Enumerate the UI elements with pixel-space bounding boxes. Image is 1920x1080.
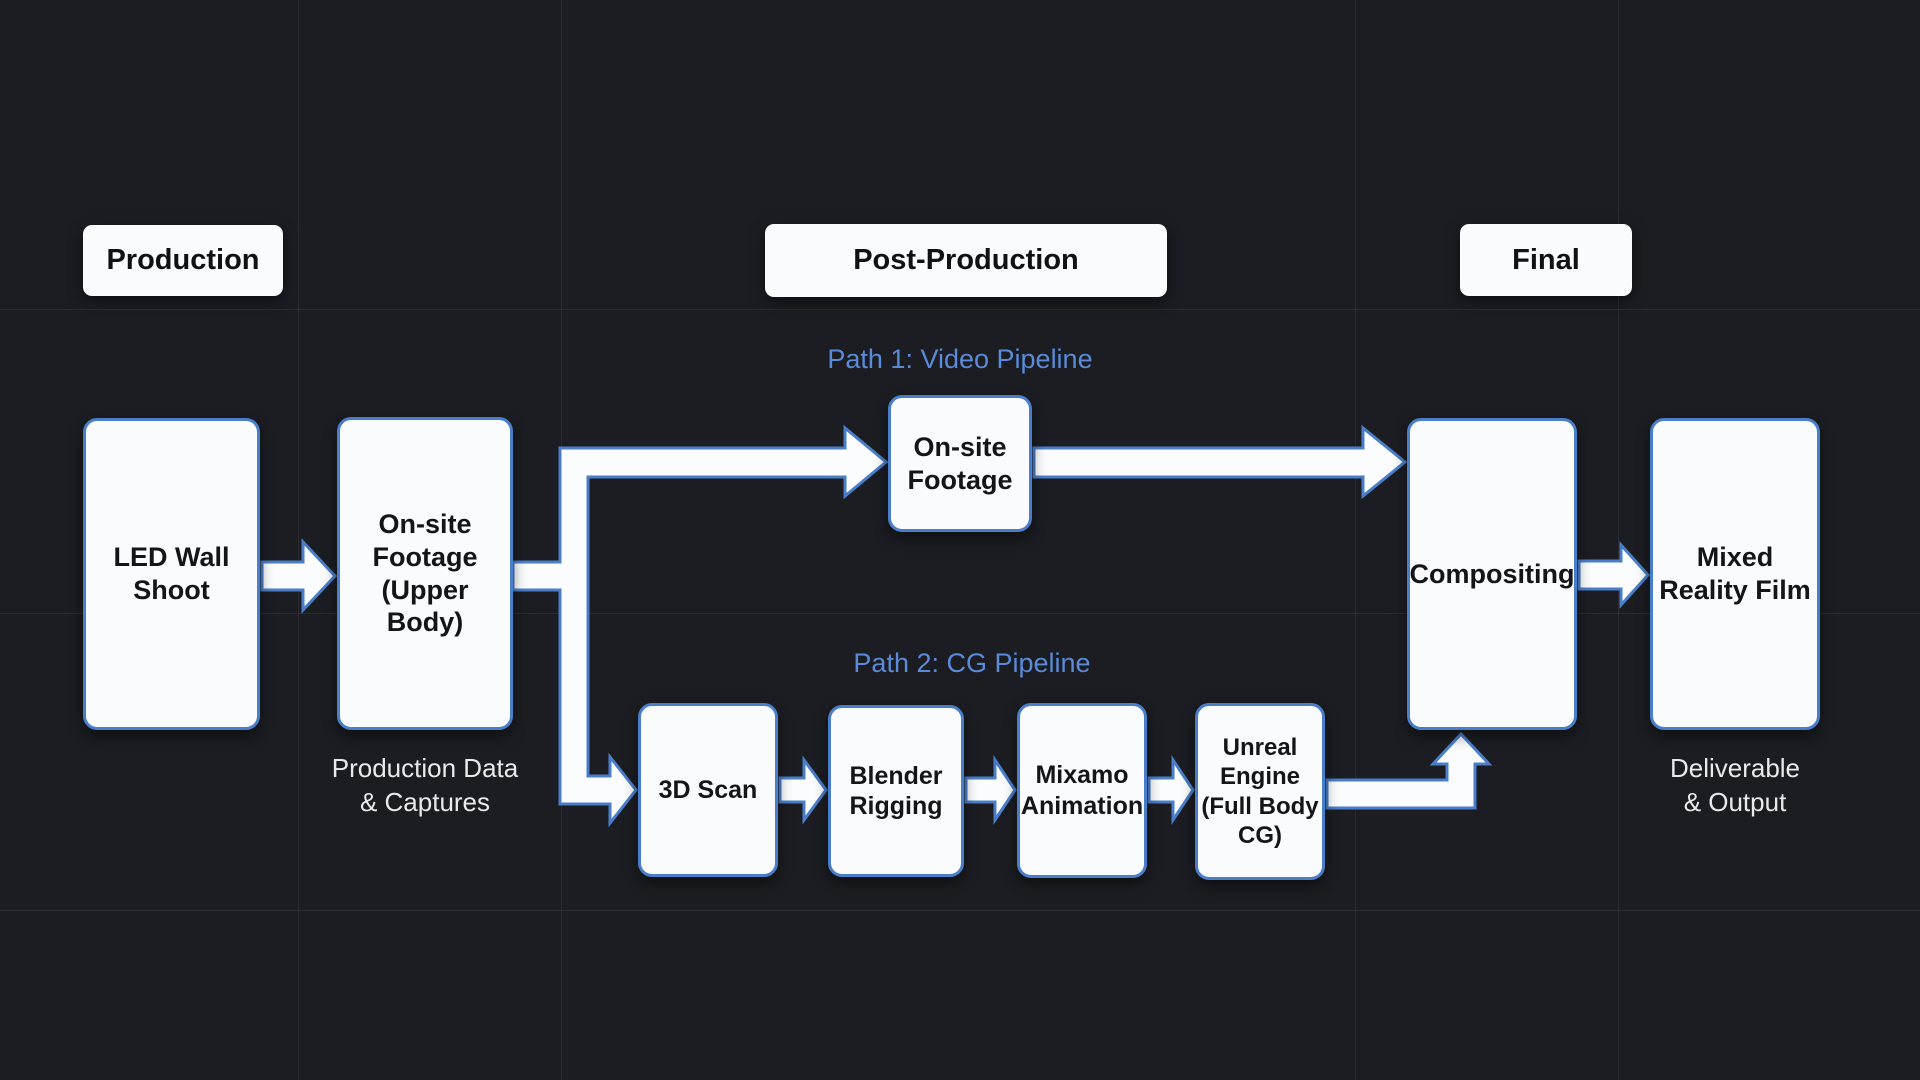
node-compositing: Compositing xyxy=(1407,418,1577,730)
caption-line: Deliverable xyxy=(1669,753,1801,783)
node-mixamo-animation: Mixamo Animation xyxy=(1017,703,1147,878)
grid-line-vertical xyxy=(1618,0,1619,1080)
node-onsite-footage-upper-body: On-site Footage (Upper Body) xyxy=(337,417,513,730)
arrow-footage-to-compositing xyxy=(1032,424,1408,500)
arrow-mixamo-to-unreal xyxy=(1147,755,1195,825)
caption-line: Production Data xyxy=(331,753,519,783)
caption-line: & Output xyxy=(1683,786,1787,817)
arrow-branch-trunk xyxy=(511,424,889,828)
node-led-wall-shoot: LED Wall Shoot xyxy=(83,418,260,730)
node-3d-scan: 3D Scan xyxy=(638,703,778,877)
grid-line-vertical xyxy=(298,0,299,1080)
grid-line-horizontal xyxy=(0,309,1920,310)
header-final: Final xyxy=(1460,224,1632,296)
node-blender-rigging: Blender Rigging xyxy=(828,705,964,877)
caption-deliverable-output: Deliverable & Output xyxy=(1585,752,1885,820)
node-mixed-reality-film: Mixed Reality Film xyxy=(1650,418,1820,730)
grid-line-vertical xyxy=(1355,0,1356,1080)
grid-line-horizontal xyxy=(0,613,1920,614)
arrow-compositing-to-film xyxy=(1577,541,1651,609)
header-post-production: Post-Production xyxy=(765,224,1167,297)
node-onsite-footage: On-site Footage xyxy=(888,395,1032,532)
arrow-blender-to-mixamo xyxy=(964,755,1017,825)
grid-line-horizontal xyxy=(0,910,1920,911)
header-production: Production xyxy=(83,225,283,296)
caption-production-data: Production Data & Captures xyxy=(275,752,575,820)
path2-label: Path 2: CG Pipeline xyxy=(853,648,1091,678)
node-unreal-engine: Unreal Engine (Full Body CG) xyxy=(1195,703,1325,880)
arrow-led-to-upper-body xyxy=(260,538,338,614)
arrow-unreal-to-compositing xyxy=(1325,731,1493,810)
arrow-scan-to-blender xyxy=(778,755,828,825)
path1-label: Path 1: Video Pipeline xyxy=(827,344,1093,374)
caption-line: & Captures xyxy=(359,786,491,817)
